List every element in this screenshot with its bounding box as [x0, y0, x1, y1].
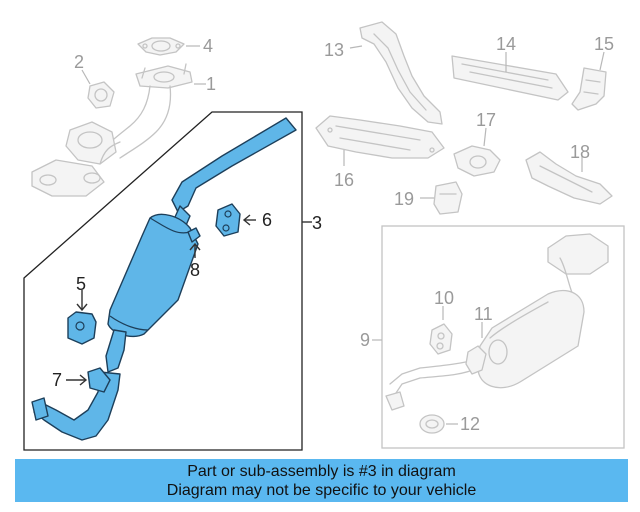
callout-14: 14: [496, 34, 516, 54]
clamp-part-8: [187, 227, 201, 258]
callout-17: 17: [476, 110, 496, 130]
info-banner: Part or sub-assembly is #3 in diagram Di…: [15, 459, 628, 502]
callout-10: 10: [434, 288, 454, 308]
banner-line-1: Part or sub-assembly is #3 in diagram: [187, 462, 456, 480]
hanger-part-5: [67, 290, 97, 345]
rear-assembly-box-9: [381, 225, 625, 449]
callout-6: 6: [262, 210, 272, 230]
callout-1: 1: [206, 74, 216, 94]
heat-shield-part-13: [359, 21, 443, 125]
banner-line-2: Diagram may not be specific to your vehi…: [166, 481, 477, 499]
gasket-part-4: [137, 37, 185, 56]
heat-shield-part-16: [315, 115, 445, 159]
mount-part-19: [433, 181, 463, 215]
callout-15: 15: [594, 34, 614, 54]
clamp-part-11: [465, 322, 487, 375]
heat-shield-part-14: [451, 55, 569, 101]
leader-part-17: [483, 127, 487, 147]
callout-16: 16: [334, 170, 354, 190]
leader-part-13: [349, 45, 363, 49]
heat-shield-part-18: [525, 151, 613, 205]
callout-3: 3: [312, 213, 322, 233]
clamp-part-12: [419, 414, 458, 434]
callout-13: 13: [324, 40, 344, 60]
leader-part-7-arrow: [79, 374, 88, 386]
callout-11: 11: [474, 304, 493, 324]
callout-19: 19: [394, 189, 414, 209]
leader-part-2: [81, 69, 91, 85]
rear-muffler-assembly-ghost: [385, 233, 609, 411]
callout-18: 18: [570, 142, 590, 162]
callout-2: 2: [74, 52, 84, 72]
callout-8: 8: [190, 260, 200, 280]
front-pipe-part-1: [31, 63, 193, 197]
exhaust-assembly-part-3: [31, 117, 297, 441]
leader-part-15: [599, 51, 605, 71]
callout-9: 9: [360, 330, 370, 350]
callout-4: 4: [203, 36, 213, 56]
callout-5: 5: [76, 274, 86, 294]
assembly-3-frame: [23, 111, 303, 451]
gasket-part-2: [87, 81, 115, 109]
callout-12: 12: [460, 414, 480, 434]
isolator-part-6: [215, 203, 256, 237]
callout-7: 7: [52, 370, 62, 390]
mount-part-17: [453, 145, 501, 177]
bracket-part-15: [571, 67, 607, 111]
isolator-part-10: [429, 306, 453, 355]
